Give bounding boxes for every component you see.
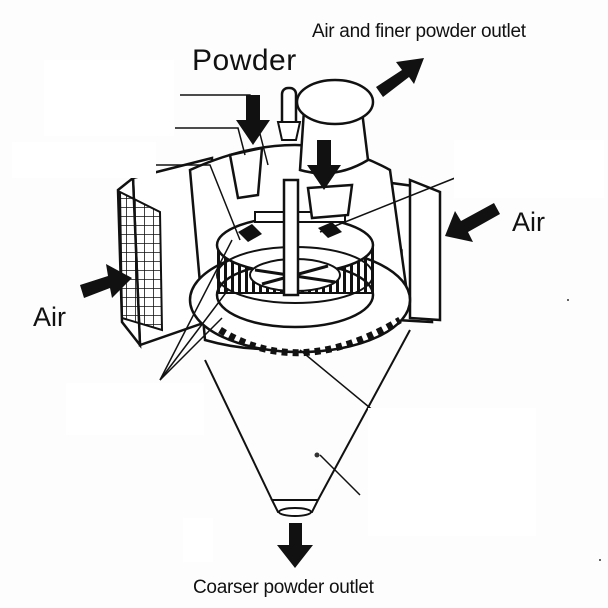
powder-feed-pipe	[276, 86, 302, 141]
label-box-5	[368, 408, 536, 536]
air-outlet-duct	[295, 78, 375, 175]
scan-specks	[314, 299, 601, 561]
label-box-6	[183, 518, 213, 562]
label-box-4	[66, 383, 204, 435]
feed-chutes	[228, 146, 354, 220]
left-air-inlet-arrow	[80, 264, 132, 298]
coarse-outlet-label: Coarser powder outlet	[193, 577, 374, 598]
label-box-2	[12, 142, 156, 178]
powder-inlet-arrows	[236, 95, 341, 190]
label-box-1	[44, 60, 174, 136]
air-outlet-arrow	[376, 58, 424, 97]
right-air-inlet-arrow	[445, 203, 500, 242]
air-right-label: Air	[512, 207, 545, 237]
air-left-label: Air	[33, 302, 66, 332]
air-outlet-label: Air and finer powder outlet	[312, 21, 526, 42]
cone-body	[204, 329, 411, 501]
coarse-outlet-arrow	[277, 523, 313, 568]
rotor-shaft	[282, 178, 300, 297]
powder-label: Powder	[192, 44, 297, 77]
coarse-outlet-nozzle	[270, 499, 320, 517]
label-box-3	[454, 140, 604, 198]
